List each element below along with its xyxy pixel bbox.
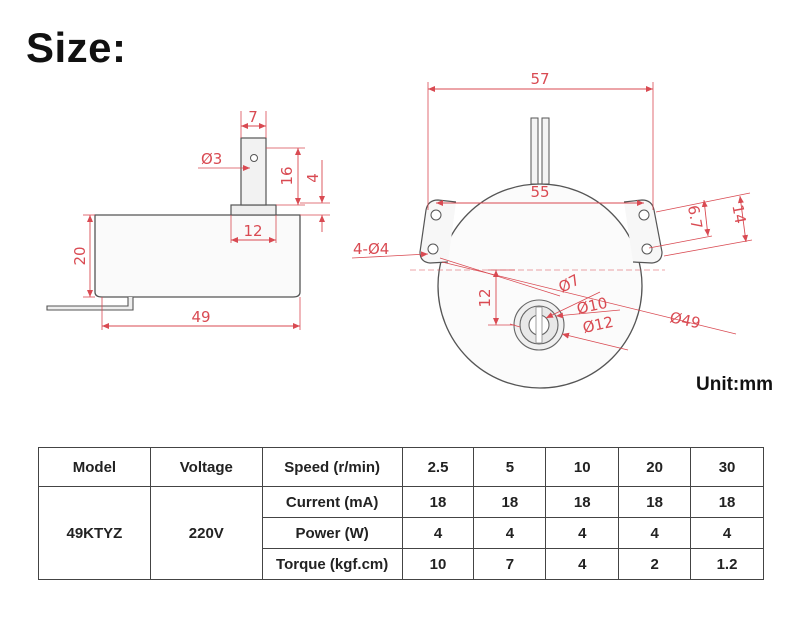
spec-table: Model Voltage Speed (r/min) 2.5 5 10 20 … (38, 447, 764, 580)
mount-hole-top-right (638, 209, 650, 221)
dim-body-dia-49: Ø49 (668, 308, 702, 332)
table-cell: 20 (618, 447, 692, 487)
front-view: 57 55 14 6.7 4-Ø4 12 Ø7 Ø10 Ø12 (351, 70, 753, 389)
shaft-pin-hole (250, 154, 258, 162)
dim-shaft-width: 7 (248, 108, 258, 126)
dimension-drawing: 7 Ø3 16 4 12 20 49 (46, 70, 753, 389)
side-shaft (240, 137, 267, 206)
table-cell: 10 (545, 447, 620, 487)
dim-overall-width: 57 (530, 70, 549, 88)
dim-hole-spacing: 55 (530, 183, 549, 201)
table-row: 49KTYZ 220V Current (mA) 18 18 18 18 18 (38, 486, 764, 580)
table-row: Power (W) 4 4 4 4 4 (39, 517, 764, 549)
dim-shaft-length: 16 (278, 166, 296, 185)
table-cell: 4 (545, 548, 620, 580)
unit-label: Unit:mm (696, 374, 774, 395)
table-cell: 4 (545, 517, 620, 549)
dim-body-width: 49 (191, 308, 210, 326)
mount-hole-top-left (430, 209, 442, 221)
dim-body-height: 20 (71, 246, 89, 265)
dim-mount-holes: 4-Ø4 (353, 240, 389, 258)
dim-tab-offset: 6.7 (684, 204, 706, 231)
dim-shaft-offset: 12 (476, 288, 494, 307)
side-body-outline (94, 214, 301, 298)
table-cell: 18 (401, 486, 475, 518)
table-cell: 18 (690, 486, 764, 518)
table-cell: 10 (401, 548, 475, 580)
table-cell: 4 (401, 517, 475, 549)
table-cell: 18 (618, 486, 692, 518)
dim-tab-height: 14 (728, 203, 749, 225)
table-cell: 18 (545, 486, 620, 518)
page-title: Size: (26, 24, 127, 71)
table-cell: 7 (473, 548, 547, 580)
table-cell: 4 (690, 517, 764, 549)
mount-hole-bottom-left (427, 243, 439, 255)
table-cell: 2 (618, 548, 692, 580)
row-label-power: Power (W) (261, 517, 403, 549)
table-cell: 30 (690, 447, 764, 487)
table-cell: 5 (473, 447, 547, 487)
dim-shaft-dia: Ø3 (201, 150, 222, 168)
header-model: Model (38, 447, 151, 487)
cell-voltage: 220V (149, 486, 263, 580)
table-cell: 2.5 (401, 447, 475, 487)
table-cell: 18 (473, 486, 547, 518)
dim-flat-length: 4 (304, 173, 322, 183)
side-boss (230, 204, 277, 216)
header-voltage: Voltage (149, 447, 263, 487)
dim-boss-width: 12 (243, 222, 262, 240)
side-lead-wire (46, 297, 134, 311)
table-row: Model Voltage Speed (r/min) 2.5 5 10 20 … (38, 447, 764, 487)
table-cell: 1.2 (690, 548, 764, 580)
table-cell: 4 (618, 517, 692, 549)
front-lead-wire-left (530, 117, 539, 185)
row-label-torque: Torque (kgf.cm) (261, 548, 403, 580)
front-lead-wire-right (541, 117, 550, 185)
row-label-speed: Speed (r/min) (261, 447, 403, 487)
table-cell: 4 (473, 517, 547, 549)
cell-model: 49KTYZ (38, 486, 151, 580)
mount-hole-bottom-right (641, 243, 653, 255)
side-view: 7 Ø3 16 4 12 20 49 (46, 108, 330, 330)
table-row: Torque (kgf.cm) 10 7 4 2 1.2 (39, 548, 764, 580)
row-label-current: Current (mA) (261, 486, 403, 518)
